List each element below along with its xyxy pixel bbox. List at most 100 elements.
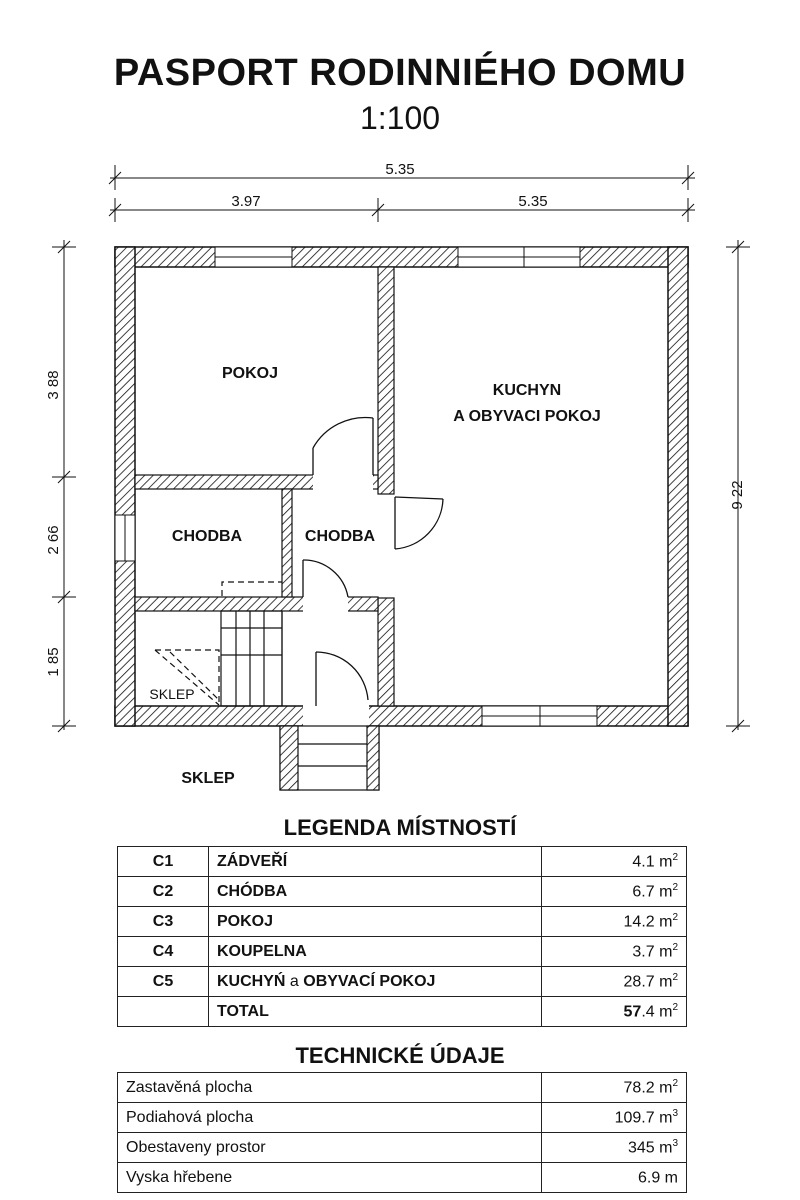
- room-label-sklep-inner: SKLEP: [149, 686, 194, 702]
- legend-name-connector: a: [285, 972, 304, 990]
- staircase: [220, 610, 283, 707]
- legend-row: C2 CHÓDBA 6.7 m2: [117, 876, 687, 907]
- legend-name: POKOJ: [208, 906, 542, 937]
- dim-left-2: 2 66: [45, 525, 62, 554]
- technical-value-exp: 2: [672, 1077, 678, 1089]
- technical-value-number: 345: [627, 1139, 655, 1157]
- scale-label: 1:100: [359, 100, 441, 136]
- legend-row: C3 POKOJ 14.2 m2: [117, 906, 687, 937]
- legend-value: 14.2 m2: [541, 906, 687, 937]
- door-openings: [303, 474, 395, 727]
- legend-total-value: 57.4 m2: [541, 996, 687, 1027]
- legend-value-exp: 2: [672, 881, 678, 893]
- legend-code: C1: [117, 846, 209, 877]
- door-swings: [302, 416, 444, 706]
- dim-left-1: 3 88: [45, 370, 62, 399]
- dimension-lines: [52, 165, 750, 733]
- technical-value: 6.9 m: [541, 1162, 687, 1193]
- legend-row: C1 ZÁDVEŘÍ 4.1 m2: [117, 846, 687, 877]
- legend-name-main: KOUPELNA: [217, 942, 307, 960]
- legend-value-number: 14.2: [623, 913, 655, 931]
- dim-top-left: 3.97: [231, 193, 260, 210]
- legend-name-main: CHÓDBA: [217, 882, 288, 900]
- legend-value-unit: m: [659, 943, 673, 961]
- legend-total-value-rest: .4: [641, 1003, 655, 1021]
- dashed-lines: [154, 581, 282, 706]
- technical-value-number: 109.7: [614, 1109, 655, 1127]
- legend-value-unit: m: [659, 853, 673, 871]
- dim-left-3: 1 85: [45, 647, 62, 676]
- legend-name: CHÓDBA: [208, 876, 542, 907]
- legend-name: KOUPELNA: [208, 936, 542, 967]
- windows: [114, 246, 598, 727]
- floor-plan: 5.35 3.97 5.35 3 88 2 66 1 85 9 22 POKOJ…: [45, 161, 750, 791]
- room-label-pokoj: POKOJ: [222, 365, 278, 382]
- legend-value-unit: m: [659, 883, 673, 901]
- technical-value: 78.2 m2: [541, 1072, 687, 1103]
- legend-name-main: POKOJ: [217, 912, 274, 930]
- technical-title: TECHNICKÉ ÚDAJE: [295, 1043, 505, 1068]
- legend-value-exp: 2: [672, 911, 678, 923]
- legend-value-exp: 2: [672, 941, 678, 953]
- room-label-kuchyn-2: A OBYVACI POKOJ: [453, 408, 601, 425]
- legend-code: C4: [117, 936, 209, 967]
- technical-value: 109.7 m3: [541, 1102, 687, 1133]
- room-label-chodba-2: CHODBA: [305, 528, 376, 545]
- legend-total-value-bold: 57: [623, 1003, 642, 1021]
- technical-value-unit: m: [659, 1079, 673, 1097]
- legend-total-unit: m: [659, 1003, 673, 1021]
- legend-name: KUCHYŃ a OBYVACÍ POKOJ: [208, 966, 542, 997]
- technical-value: 345 m3: [541, 1132, 687, 1163]
- technical-value-unit: m: [659, 1109, 673, 1127]
- legend-code: C2: [117, 876, 209, 907]
- legend-value: 4.1 m2: [541, 846, 687, 877]
- technical-value-unit: m: [664, 1169, 678, 1187]
- technical-value-number: 6.9: [637, 1169, 661, 1187]
- legend-value: 28.7 m2: [541, 966, 687, 997]
- legend-value-number: 6.7: [632, 883, 655, 901]
- legend-total-label: TOTAL: [208, 996, 542, 1027]
- technical-label: Podiahová plocha: [117, 1102, 542, 1133]
- legend-value-number: 28.7: [623, 973, 655, 991]
- technical-value-unit: m: [659, 1139, 673, 1157]
- entrance-steps: [279, 725, 380, 791]
- legend-value-unit: m: [659, 913, 673, 931]
- legend-value-number: 3.7: [632, 943, 655, 961]
- legend-name-rest: OBYVACÍ POKOJ: [303, 972, 436, 990]
- page-title: PASPORT RODINNIÉHO DOMU: [113, 52, 687, 94]
- legend-name-main: KUCHYŃ: [217, 972, 286, 990]
- legend-value-unit: m: [659, 973, 673, 991]
- legend-code: C5: [117, 966, 209, 997]
- technical-value-number: 78.2: [623, 1079, 655, 1097]
- technical-label: Zastavěná plocha: [117, 1072, 542, 1103]
- dim-top-right: 5.35: [518, 193, 547, 210]
- technical-label: Obestaveny prostor: [117, 1132, 542, 1163]
- legend-value-number: 4.1: [632, 853, 655, 871]
- legend-code: C3: [117, 906, 209, 937]
- room-label-kuchyn-1: KUCHYN: [493, 382, 561, 399]
- dim-top-total: 5.35: [385, 161, 414, 178]
- legend-value-exp: 2: [672, 971, 678, 983]
- legend-total-code: [117, 996, 209, 1027]
- legend-total-exp: 2: [672, 1001, 678, 1013]
- legend-row: C4 KOUPELNA 3.7 m2: [117, 936, 687, 967]
- legend-title: LEGENDA MÍSTNOSTÍ: [283, 815, 517, 840]
- room-label-chodba-1: CHODBA: [172, 528, 243, 545]
- dim-right: 9 22: [729, 480, 746, 509]
- legend-value: 3.7 m2: [541, 936, 687, 967]
- technical-value-exp: 3: [672, 1137, 678, 1149]
- legend-name-main: ZÁDVEŘÍ: [217, 852, 288, 870]
- technical-value-exp: 3: [672, 1107, 678, 1119]
- legend-value: 6.7 m2: [541, 876, 687, 907]
- technical-label: Vyska hřebene: [117, 1162, 542, 1193]
- legend-value-exp: 2: [672, 851, 678, 863]
- legend-name: ZÁDVEŘÍ: [208, 846, 542, 877]
